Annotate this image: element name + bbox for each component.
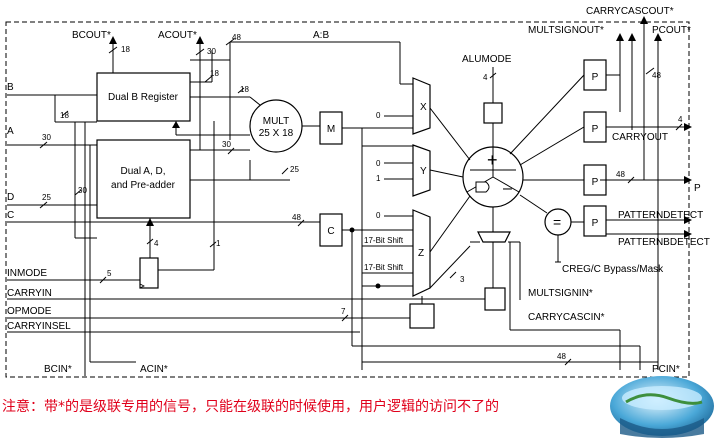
mux-x xyxy=(412,77,431,135)
acout-label: ACOUT* xyxy=(158,30,197,41)
alumode-label: ALUMODE xyxy=(462,54,512,65)
svg-text:5: 5 xyxy=(107,269,112,278)
svg-text:MULT: MULT xyxy=(263,116,289,127)
patternbdetect-label: PATTERNBDETECT xyxy=(618,237,710,248)
alumode-register xyxy=(483,102,503,124)
p-register: P xyxy=(583,59,607,91)
svg-text:C: C xyxy=(327,226,334,237)
svg-text:18: 18 xyxy=(60,111,69,120)
input-carryin: CARRYIN xyxy=(7,288,52,299)
svg-text:4: 4 xyxy=(483,73,488,82)
svg-text:3: 3 xyxy=(460,275,465,284)
svg-text:=: = xyxy=(553,214,561,230)
input-a: A xyxy=(7,126,14,137)
svg-text:17-Bit Shift: 17-Bit Shift xyxy=(364,236,404,245)
svg-text:48: 48 xyxy=(232,33,241,42)
patterndetect-label: PATTERNDETECT xyxy=(618,210,703,221)
and-gate-icon xyxy=(475,181,490,193)
input-opmode: OPMODE xyxy=(7,306,52,317)
input-carryinsel: CARRYINSEL xyxy=(7,321,71,332)
carrycascout-label: CARRYCASCOUT* xyxy=(586,6,674,17)
svg-text:30: 30 xyxy=(222,140,231,149)
bcout-arrow xyxy=(109,36,117,44)
dual-b-register-label: Dual B Register xyxy=(108,92,179,103)
bcin-label: BCIN* xyxy=(44,364,72,375)
ab-label: A:B xyxy=(313,30,329,41)
svg-text:48: 48 xyxy=(616,170,625,179)
carryout-label: CARRYOUT xyxy=(612,132,668,143)
svg-text:Dual A, D,: Dual A, D, xyxy=(120,166,165,177)
opmode-register xyxy=(409,303,435,329)
carry-mux xyxy=(477,231,511,243)
svg-text:4: 4 xyxy=(678,115,683,124)
width-label: 18 xyxy=(121,45,130,54)
input-d: D xyxy=(7,192,14,203)
svg-text:48: 48 xyxy=(292,213,301,222)
svg-text:0: 0 xyxy=(376,111,381,120)
svg-text:18: 18 xyxy=(240,85,249,94)
carrycascin-label: CARRYCASCIN* xyxy=(528,312,605,323)
svg-text:P: P xyxy=(592,72,599,83)
dual-b-register xyxy=(96,72,191,122)
input-inmode: INMODE xyxy=(7,268,47,279)
svg-text:18: 18 xyxy=(210,69,219,78)
pcin-label: PCIN* xyxy=(652,364,680,375)
svg-text:17-Bit Shift: 17-Bit Shift xyxy=(364,263,404,272)
svg-text:and Pre-adder: and Pre-adder xyxy=(111,180,176,191)
input-b: B xyxy=(7,82,14,93)
svg-text:25 X 18: 25 X 18 xyxy=(259,128,294,139)
note-text: 注意：带*的是级联专用的信号，只能在级联的时候使用，用户逻辑的访问不了的 xyxy=(2,399,499,415)
carryin-register xyxy=(484,287,506,311)
svg-text:25: 25 xyxy=(290,165,299,174)
svg-text:0: 0 xyxy=(376,159,381,168)
svg-text:X: X xyxy=(420,102,427,113)
input-c: C xyxy=(7,210,14,221)
inmode-register xyxy=(139,257,159,289)
p-output-label: P xyxy=(694,183,701,194)
svg-text:1: 1 xyxy=(376,174,381,183)
svg-text:48: 48 xyxy=(557,352,566,361)
alu-minus: – xyxy=(503,180,512,197)
bcout-label: BCOUT* xyxy=(72,30,111,41)
p-register: P xyxy=(583,205,607,237)
svg-text:4: 4 xyxy=(154,239,159,248)
svg-text:7: 7 xyxy=(341,307,346,316)
multsignin-label: MULTSIGNIN* xyxy=(528,288,593,299)
svg-text:48: 48 xyxy=(652,71,661,80)
p-register: P xyxy=(583,111,607,143)
dual-ad-preadder xyxy=(96,139,191,219)
svg-text:M: M xyxy=(327,124,335,135)
pcout-label: PCOUT* xyxy=(652,25,691,36)
globe-logo-icon xyxy=(610,376,714,438)
svg-text:P: P xyxy=(592,177,599,188)
svg-text:Z: Z xyxy=(418,248,424,259)
alu-plus: + xyxy=(487,150,498,170)
multsignout-label: MULTSIGNOUT* xyxy=(528,25,604,36)
svg-text:25: 25 xyxy=(42,193,51,202)
acin-label: ACIN* xyxy=(140,364,168,375)
svg-text:Y: Y xyxy=(420,166,427,177)
svg-text:P: P xyxy=(592,218,599,229)
creg-bypass-label: CREG/C Bypass/Mask xyxy=(562,264,664,275)
svg-text:0: 0 xyxy=(376,211,381,220)
svg-text:P: P xyxy=(592,124,599,135)
acout-arrow xyxy=(196,36,204,44)
slice-boundary xyxy=(5,21,690,378)
svg-text:1: 1 xyxy=(216,239,221,248)
svg-text:30: 30 xyxy=(42,133,51,142)
svg-text:30: 30 xyxy=(78,186,87,195)
